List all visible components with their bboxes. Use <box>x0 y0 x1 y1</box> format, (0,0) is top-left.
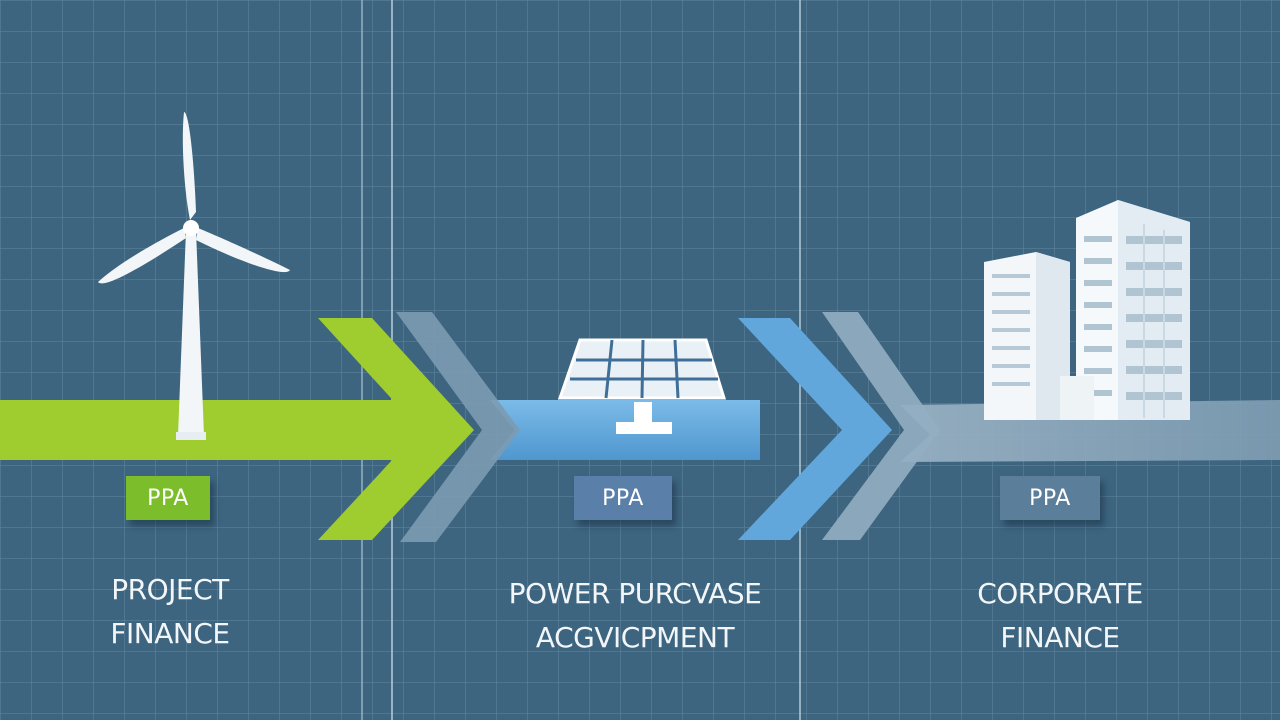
label-project-finance: PROJECT FINANCE <box>80 568 260 656</box>
label-power-purchase-agreement: POWER PURCVASE ACGVICPMENT <box>480 572 790 660</box>
ppa-tag-power-purchase: PPA <box>574 476 672 520</box>
slate-chevron <box>396 312 520 542</box>
ppa-tag-corporate-finance: PPA <box>1000 476 1100 520</box>
green-arrow-band <box>0 400 440 460</box>
grey-arrow-chevron <box>822 312 940 540</box>
solar-panel-icon <box>557 338 727 434</box>
label-line: PROJECT <box>111 573 229 606</box>
label-line: ACGVICPMENT <box>535 621 735 654</box>
label-line: POWER PURCVASE <box>508 577 762 610</box>
office-building-icon <box>984 200 1190 420</box>
green-arrow-head <box>318 318 474 540</box>
blue-arrow-head <box>738 318 892 540</box>
label-corporate-finance: CORPORATE FINANCE <box>950 572 1170 660</box>
label-line: CORPORATE <box>977 577 1143 610</box>
label-line: FINANCE <box>110 617 230 650</box>
label-line: FINANCE <box>1000 621 1120 654</box>
wind-turbine-icon <box>98 112 290 440</box>
ppa-tag-project-finance: PPA <box>126 476 210 520</box>
